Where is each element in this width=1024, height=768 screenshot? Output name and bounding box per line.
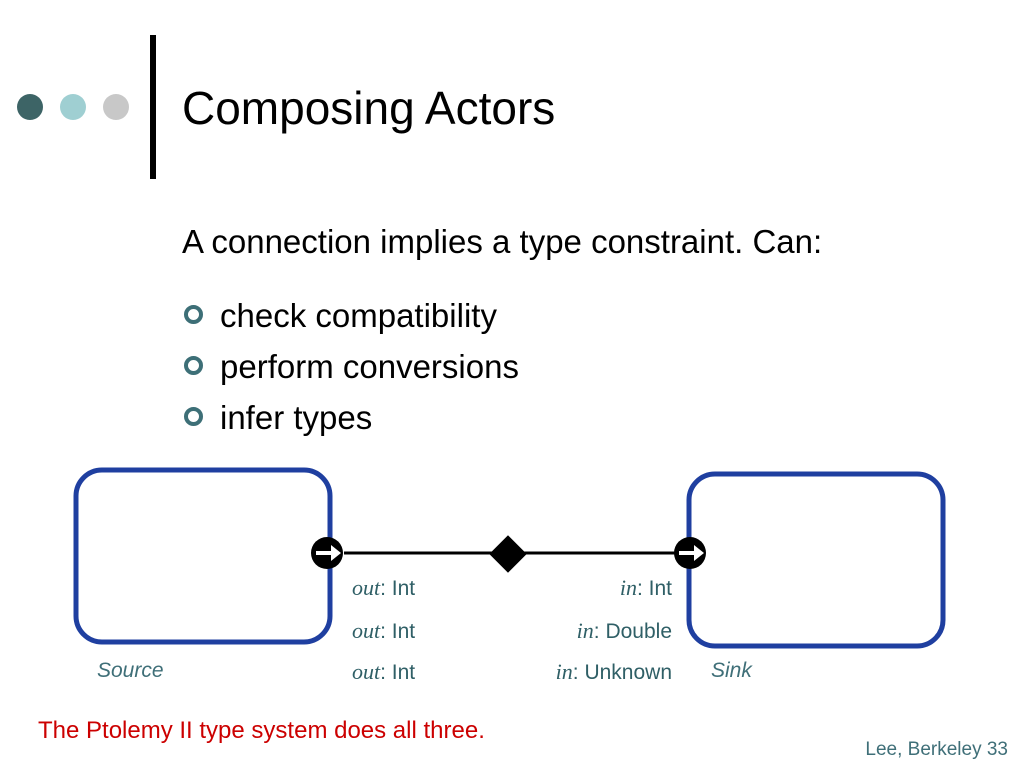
port-type: : Int <box>380 577 416 600</box>
output-port-icon[interactable] <box>311 537 343 569</box>
bullet-list: check compatibility perform conversions … <box>182 290 519 443</box>
sink-label: Sink <box>711 659 752 682</box>
port-type: : Int <box>380 661 416 684</box>
port-type: : Double <box>593 620 672 643</box>
bullet-text: perform conversions <box>220 348 519 385</box>
in-type-label: in: Unknown <box>556 659 672 686</box>
bullet-item: check compatibility <box>182 290 519 341</box>
bullet-ring-icon <box>184 356 203 375</box>
source-label: Source <box>97 659 164 682</box>
bullet-item: infer types <box>182 392 519 443</box>
bullet-ring-icon <box>184 305 203 324</box>
port-type: : Int <box>636 577 672 600</box>
source-actor-box[interactable] <box>73 467 333 645</box>
port-name: in <box>555 659 573 684</box>
bullet-text: infer types <box>220 399 373 436</box>
intro-text: A connection implies a type constraint. … <box>182 223 823 260</box>
decor-dot-light <box>60 94 86 120</box>
port-name: in <box>576 618 594 643</box>
bullet-text: check compatibility <box>220 297 497 334</box>
decor-dot-dark <box>17 94 43 120</box>
in-type-label: in: Int <box>620 575 672 602</box>
sink-actor-box[interactable] <box>686 471 946 649</box>
decor-dot-gray <box>103 94 129 120</box>
out-type-label: out: Int <box>352 659 415 686</box>
title-divider <box>150 35 156 179</box>
port-type: : Int <box>380 620 416 643</box>
bullet-item: perform conversions <box>182 341 519 392</box>
slide-title: Composing Actors <box>182 82 556 134</box>
in-type-label: in: Double <box>577 618 672 645</box>
input-port-icon[interactable] <box>674 537 706 569</box>
slide-footer: Lee, Berkeley 33 <box>865 739 1008 760</box>
out-type-label: out: Int <box>352 618 415 645</box>
bullet-ring-icon <box>184 407 203 426</box>
port-name: out <box>352 659 381 684</box>
port-type: : Unknown <box>572 661 672 684</box>
port-name: in <box>619 575 637 600</box>
relation-diamond[interactable] <box>489 535 527 573</box>
port-name: out <box>352 618 381 643</box>
port-name: out <box>352 575 381 600</box>
conclusion-text: The Ptolemy II type system does all thre… <box>38 717 485 744</box>
out-type-label: out: Int <box>352 575 415 602</box>
